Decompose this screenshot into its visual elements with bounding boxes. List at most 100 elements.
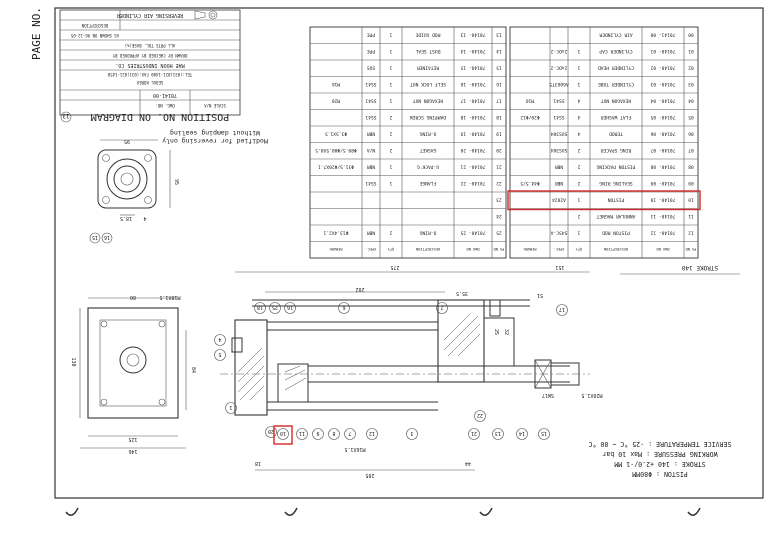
parts-right-cell: 70141- 00: [650, 31, 675, 37]
parts-right-cell: RING SPACER: [601, 147, 632, 153]
parts-right-cell: SS41: [553, 97, 564, 103]
parts-left-cell: PPE: [367, 31, 376, 37]
parts-left-cell: 1: [389, 180, 392, 186]
dim-146: 146: [128, 448, 137, 454]
parts-right-cell: SUS304: [550, 147, 567, 153]
parts-right-cell: 2: [577, 163, 580, 169]
balloon: 16: [104, 234, 110, 240]
balloon: 12: [369, 430, 375, 436]
position-note: POSITION NO. ON DIAGRAM 13 Without dampi…: [60, 111, 268, 145]
parts-right-cell: CYLINDER CAP: [599, 48, 632, 54]
section-balloons: 1 20 10 11 9 8 7 12 3 21 13 14 15 22 5 4…: [214, 302, 568, 445]
parts-left-cell: DUST SEAL: [415, 48, 440, 54]
parts-left-header-cell: DWG NO: [467, 247, 480, 251]
parts-right-cell: PISTON: [607, 196, 624, 202]
parts-right-cell: SEALING RING: [599, 180, 632, 186]
parts-left-cell: SS41: [365, 114, 376, 120]
parts-right-cell: 70140- 08: [650, 163, 675, 169]
parts-left-cell: NBR: [367, 229, 376, 235]
company-location: SEOUL KOREA: [136, 80, 163, 85]
parts-right-cell: 04: [688, 97, 694, 103]
parts-right-cell: HEXAGON NUT: [601, 97, 632, 103]
wrench-size: SW17: [542, 392, 554, 398]
parts-left-cell: 13: [496, 31, 502, 37]
parts-left-cell: 70140- 18: [460, 114, 485, 120]
title-block-row: ALL PRTS TOL. BASE(%): [125, 43, 176, 48]
parts-left-cell: 15: [496, 64, 502, 70]
parts-right-cell: 70140- 10: [650, 196, 675, 202]
dim-84: 84: [190, 367, 196, 373]
parts-right-cell: Φ20/Φ12: [520, 114, 540, 120]
parts-right-cell: 07: [688, 147, 694, 153]
parts-right-cell: 4: [577, 130, 580, 136]
parts-right-cell: 1: [577, 229, 580, 235]
balloon: 7: [348, 430, 351, 436]
balloon: 13: [495, 430, 501, 436]
parts-left-cell: RETAINER: [417, 64, 439, 70]
dim-51: 51: [537, 292, 543, 298]
position-number: 13: [62, 112, 70, 119]
title-block-row: DESCRIPTION: [81, 23, 108, 28]
parts-right-cell: 06: [688, 130, 694, 136]
parts-left-cell: 17: [496, 97, 502, 103]
drawing-number-label: DWG. NO.: [155, 103, 174, 108]
highlight-balloon-10: [273, 425, 293, 445]
parts-right-cell: 09: [688, 180, 694, 186]
parts-left-cell: 18: [496, 114, 502, 120]
parts-left-cell: 1: [389, 163, 392, 169]
parts-right-cell: 2xDC-2: [550, 64, 567, 70]
dim-stroke: STROKE 140: [682, 264, 719, 271]
company-name: MAE HOON INDUSTRIES CO.: [115, 62, 184, 68]
title-block-row: AS SHOWN ON 96-12-05: [70, 33, 119, 38]
parts-left-cell: 1: [389, 48, 392, 54]
parts-right-cell: 70140- 06: [650, 130, 675, 136]
balloon-piston: 10: [280, 430, 286, 436]
parts-left-cell: 70140- 25: [460, 229, 485, 235]
balloon: 18: [257, 304, 263, 310]
parts-left-cell: HEXAGON NUT: [413, 97, 444, 103]
parts-left-cell: 19: [496, 130, 502, 136]
parts-left-cell: 25: [496, 229, 502, 235]
parts-right-header-cell: DWG NO: [657, 247, 670, 251]
parts-right-cell: 01: [688, 48, 694, 54]
parts-left-cell: 23: [496, 196, 502, 202]
parts-left-cell: NBR: [367, 163, 376, 169]
balloon: 11: [299, 430, 305, 436]
parts-right-cell: 70140- 02: [650, 64, 675, 70]
parts-right-cell: CYLINDER TUBE: [598, 81, 634, 87]
balloon: 8: [332, 430, 335, 436]
parts-right-cell: M10: [526, 97, 535, 103]
balloon: 4: [218, 336, 221, 342]
balloon: 22: [477, 412, 483, 418]
parts-right-cell: NBR: [555, 180, 564, 186]
parts-left-cell: 2: [389, 130, 392, 136]
parts-left-cell: 16: [496, 81, 502, 87]
balloon: 14: [519, 430, 525, 436]
dim-18: 18: [255, 460, 261, 466]
parts-left-cell: 21: [496, 163, 502, 169]
highlight-piston-row: [507, 190, 701, 211]
balloon: 2: [440, 304, 443, 310]
dim-32: 32: [503, 329, 509, 335]
parts-left-cell: Φ89.5/Φ80.5X0.5: [315, 147, 357, 153]
parts-left-cell: ROD GUIDE: [415, 31, 440, 37]
parts-left-cell: O-RING: [419, 229, 436, 235]
parts-left-cell: Φ3.5X1.5: [325, 130, 347, 136]
parts-left-cell: SELF LOCK NUT: [410, 81, 446, 87]
dim-285: 285: [365, 472, 374, 478]
dim-202: 202: [355, 286, 364, 292]
parts-right-cell: 11: [688, 213, 694, 219]
parts-left-cell: 70140- 19: [460, 130, 485, 136]
parts-right-cell: 05: [688, 114, 694, 120]
parts-right-cell: 70140- 07: [650, 147, 675, 153]
parts-right-cell: 1: [577, 64, 580, 70]
parts-right-cell: PISTON PACKING: [596, 163, 635, 169]
dim-125: 125: [128, 436, 137, 442]
parts-right-cell: TEROD: [609, 130, 623, 136]
parts-left-cell: 1: [389, 81, 392, 87]
parts-right-cell: 70140- 09: [650, 180, 675, 186]
balloon: 25: [272, 304, 278, 310]
dim-95-side: 95: [173, 179, 179, 185]
position-label: POSITION NO. ON DIAGRAM: [91, 111, 229, 122]
parts-left-cell: 70140- 17: [460, 97, 485, 103]
